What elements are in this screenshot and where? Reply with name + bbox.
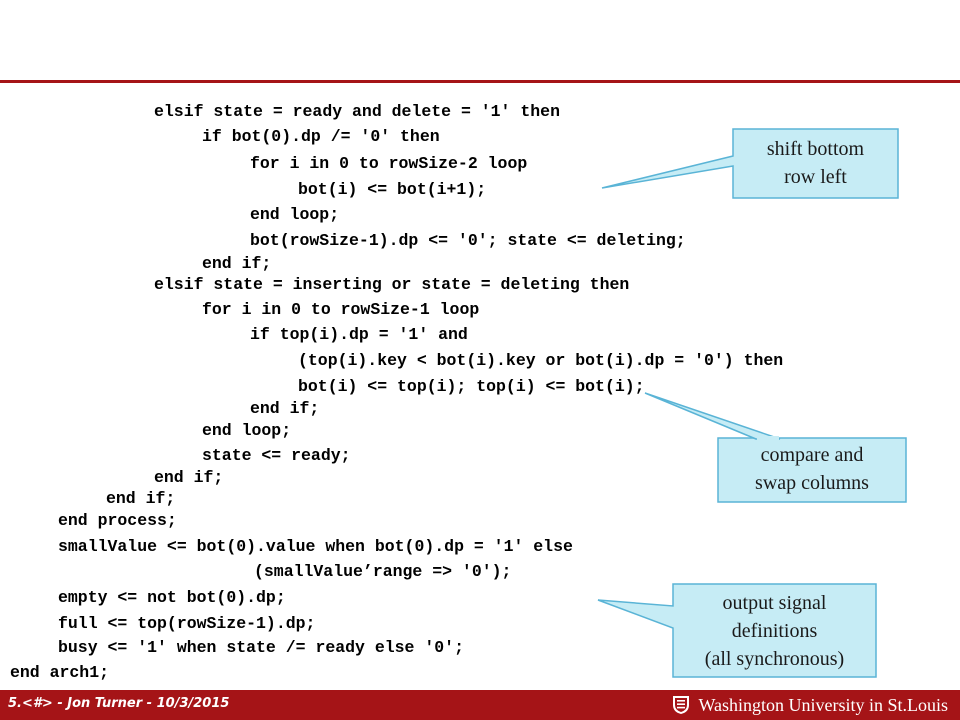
callout-shape-compare-and-swap	[717, 437, 907, 503]
code-block: elsif state = ready and delete = '1' the…	[10, 102, 784, 682]
callout-layer	[597, 128, 907, 678]
code-line: empty <= not bot(0).dp;	[58, 588, 286, 607]
code-line: end loop;	[202, 421, 292, 440]
callout-output-signal: output signal definitions (all synchrono…	[673, 589, 876, 673]
title-divider	[0, 80, 960, 83]
code-line: elsif state = inserting or state = delet…	[154, 275, 630, 294]
code-line: if bot(0).dp /= '0' then	[202, 127, 440, 146]
callout-compare-and-swap: compare and swap columns	[718, 441, 906, 497]
code-line: end if;	[202, 254, 272, 273]
code-line: for i in 0 to rowSize-1 loop	[202, 300, 480, 319]
callout-shape-shift-bottom-row	[601, 128, 899, 199]
university-logo: Washington University in St.Louis	[672, 694, 948, 716]
code-line: bot(rowSize-1).dp <= '0'; state <= delet…	[250, 231, 686, 250]
university-name: Washington University in St.Louis	[698, 694, 948, 715]
code-line: busy <= '1' when state /= ready else '0'…	[58, 638, 464, 657]
code-line: state <= ready;	[202, 446, 351, 465]
callout-line: row left	[784, 166, 847, 188]
code-line: (smallValue’range => '0');	[254, 562, 512, 581]
code-line: (top(i).key < bot(i).key or bot(i).dp = …	[298, 351, 784, 370]
code-line: smallValue <= bot(0).value when bot(0).d…	[58, 537, 573, 556]
code-line: full <= top(rowSize-1).dp;	[58, 614, 316, 633]
callout-line: swap columns	[755, 472, 869, 494]
code-line: bot(i) <= bot(i+1);	[298, 180, 487, 199]
code-line: if top(i).dp = '1' and	[250, 325, 468, 344]
code-line: end if;	[154, 468, 224, 487]
callout-shape-output-signal	[597, 583, 877, 678]
callout-pointer-compare-and-swap	[644, 392, 781, 440]
callout-shift-bottom-row: shift bottom row left	[733, 135, 898, 191]
callout-line: (all synchronous)	[704, 648, 845, 670]
footer-bar: 5.<#> - Jon Turner - 10/3/2015 Washingto…	[0, 690, 960, 720]
code-line: for i in 0 to rowSize-2 loop	[250, 154, 528, 173]
code-line: end if;	[250, 399, 320, 418]
shield-icon	[673, 696, 690, 714]
code-line: end arch1;	[10, 663, 110, 682]
code-line: bot(i) <= top(i); top(i) <= bot(i);	[298, 377, 645, 396]
callout-line: compare and	[760, 444, 864, 466]
callout-line: output signal	[722, 592, 827, 614]
callout-line: definitions	[731, 620, 818, 642]
code-line: end if;	[106, 489, 176, 508]
code-line: end loop;	[250, 205, 340, 224]
code-line: end process;	[58, 511, 177, 530]
callout-line: shift bottom	[766, 138, 865, 160]
code-line: elsif state = ready and delete = '1' the…	[154, 102, 560, 121]
slide-label: 5.<#> - Jon Turner - 10/3/2015	[8, 696, 230, 711]
